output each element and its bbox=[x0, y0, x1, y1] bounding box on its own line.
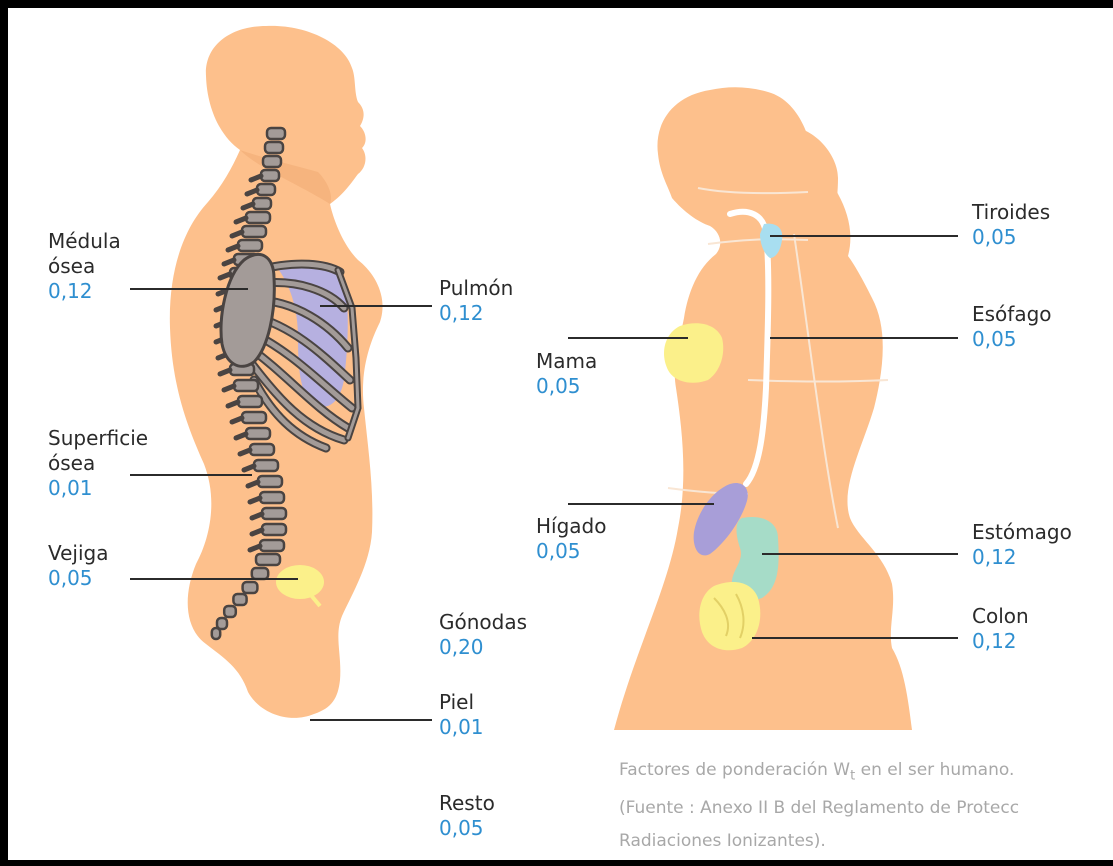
label-esofago: Esófago 0,05 bbox=[972, 302, 1052, 352]
label-pulmon: Pulmón 0,12 bbox=[439, 276, 513, 326]
vertebra bbox=[242, 412, 266, 423]
label-name: Resto bbox=[439, 791, 495, 816]
vertebra bbox=[254, 460, 278, 471]
label-value: 0,12 bbox=[48, 279, 121, 304]
caption-line-2: (Fuente : Anexo II B del Reglamento de P… bbox=[619, 792, 1019, 825]
vertebra bbox=[265, 142, 283, 153]
label-higado: Hígado 0,05 bbox=[536, 514, 606, 564]
label-tiroides: Tiroides 0,05 bbox=[972, 200, 1050, 250]
body-illustration bbox=[8, 8, 1113, 860]
label-value: 0,12 bbox=[972, 629, 1029, 654]
label-name: Piel bbox=[439, 690, 484, 715]
vertebra bbox=[262, 508, 286, 519]
caption-text: Factores de ponderación W bbox=[619, 760, 850, 780]
caption-line-3: Radiaciones Ionizantes). bbox=[619, 825, 1019, 858]
vertebra bbox=[212, 628, 220, 639]
label-value: 0,05 bbox=[972, 327, 1052, 352]
vertebra bbox=[257, 184, 275, 195]
label-gonodas: Gónodas 0,20 bbox=[439, 610, 527, 660]
vertebra bbox=[242, 226, 266, 237]
vertebra bbox=[258, 476, 282, 487]
vertebra bbox=[238, 240, 262, 251]
label-piel: Piel 0,01 bbox=[439, 690, 484, 740]
vertebra bbox=[224, 606, 236, 617]
label-value: 0,05 bbox=[972, 225, 1050, 250]
diagram-frame: Médula ósea 0,12 Superficie ósea 0,01 Ve… bbox=[8, 8, 1113, 860]
figure-caption: Factores de ponderación Wt en el ser hum… bbox=[619, 754, 1019, 858]
vertebra bbox=[260, 540, 284, 551]
label-value: 0,01 bbox=[439, 715, 484, 740]
label-resto: Resto 0,05 bbox=[439, 791, 495, 841]
label-name: Colon bbox=[972, 604, 1029, 629]
vertebra bbox=[263, 156, 281, 167]
label-name: Esófago bbox=[972, 302, 1052, 327]
label-value: 0,12 bbox=[439, 301, 513, 326]
label-name: Gónodas bbox=[439, 610, 527, 635]
label-name: Hígado bbox=[536, 514, 606, 539]
label-value: 0,05 bbox=[439, 816, 495, 841]
label-value: 0,05 bbox=[48, 566, 109, 591]
vertebra bbox=[233, 594, 246, 605]
label-colon: Colon 0,12 bbox=[972, 604, 1029, 654]
label-value: 0,01 bbox=[48, 476, 148, 501]
vertebra bbox=[253, 198, 271, 209]
label-name: ósea bbox=[48, 254, 121, 279]
vertebra bbox=[261, 170, 279, 181]
vertebra bbox=[250, 444, 274, 455]
label-vejiga: Vejiga 0,05 bbox=[48, 541, 109, 591]
label-superficie-osea: Superficie ósea 0,01 bbox=[48, 426, 148, 501]
female-figure bbox=[614, 87, 912, 730]
vertebra bbox=[252, 568, 268, 579]
vertebra bbox=[246, 428, 270, 439]
label-name: Pulmón bbox=[439, 276, 513, 301]
label-value: 0,05 bbox=[536, 374, 597, 399]
colon-shape bbox=[699, 582, 760, 650]
male-figure bbox=[170, 26, 383, 718]
label-name: Superficie bbox=[48, 426, 148, 451]
label-name: Mama bbox=[536, 349, 597, 374]
vertebra bbox=[234, 380, 258, 391]
label-name: Vejiga bbox=[48, 541, 109, 566]
vertebra bbox=[256, 554, 280, 565]
label-name: Médula bbox=[48, 229, 121, 254]
label-name: ósea bbox=[48, 451, 148, 476]
vertebra bbox=[238, 396, 262, 407]
vertebra bbox=[243, 582, 258, 593]
caption-line-1: Factores de ponderación Wt en el ser hum… bbox=[619, 754, 1019, 792]
bladder-shape bbox=[276, 565, 324, 599]
label-name: Estómago bbox=[972, 520, 1072, 545]
label-value: 0,05 bbox=[536, 539, 606, 564]
vertebra bbox=[246, 212, 270, 223]
caption-text: en el ser humano. bbox=[855, 760, 1014, 780]
vertebra bbox=[260, 492, 284, 503]
label-value: 0,20 bbox=[439, 635, 527, 660]
breast-shape bbox=[664, 323, 723, 382]
label-value: 0,12 bbox=[972, 545, 1072, 570]
vertebra bbox=[262, 524, 286, 535]
label-medula-osea: Médula ósea 0,12 bbox=[48, 229, 121, 304]
label-estomago: Estómago 0,12 bbox=[972, 520, 1072, 570]
vertebra bbox=[267, 128, 285, 139]
label-mama: Mama 0,05 bbox=[536, 349, 597, 399]
label-name: Tiroides bbox=[972, 200, 1050, 225]
